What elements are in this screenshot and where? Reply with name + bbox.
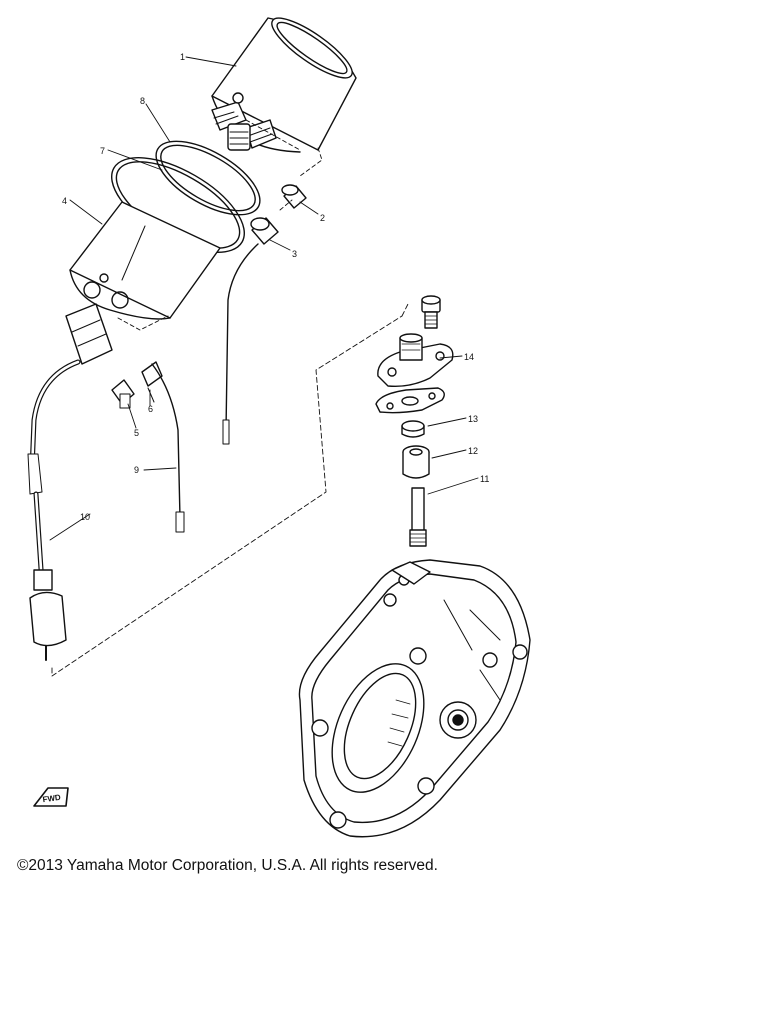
exploded-parts-diagram: FWD 1 2 3 4 5 6 7 8 9 10 11 12 13 14 (27, 17, 531, 838)
gear-bushing (402, 445, 430, 479)
gasket-ring (155, 140, 261, 216)
bulb-socket (111, 379, 135, 409)
oil-seal (401, 420, 425, 438)
drive-gear-housing (377, 333, 454, 388)
front-direction-mark: FWD (33, 787, 69, 807)
bulb (141, 361, 163, 403)
part-label-14: 14 (464, 352, 474, 362)
part-label-8: 8 (140, 96, 145, 106)
part-label-7: 7 (100, 146, 105, 156)
part-label-4: 4 (62, 196, 67, 206)
part-label-10: 10 (80, 512, 90, 522)
grommet-lower (250, 217, 279, 245)
hex-bolt (421, 295, 441, 329)
driven-gear-shaft (409, 487, 427, 547)
housing-gasket (375, 387, 445, 414)
copyright-notice: ©2013 Yamaha Motor Corporation, U.S.A. A… (17, 857, 438, 874)
lamp-lead-wire (225, 243, 259, 431)
part-number-labels: 1 2 3 4 5 6 7 8 9 10 11 12 13 14 (62, 52, 489, 522)
part-label-11: 11 (480, 474, 489, 484)
part-label-2: 2 (320, 213, 325, 223)
leader-lines (49, 56, 479, 541)
part-label-13: 13 (468, 414, 478, 424)
part-label-3: 3 (292, 249, 297, 259)
guide-lines-lower (51, 303, 409, 677)
part-label-1: 1 (180, 52, 185, 62)
meter-case (69, 201, 221, 320)
tachometer-cable (27, 303, 113, 661)
crankcase-cover (298, 559, 531, 838)
meter-housing (211, 17, 357, 153)
meter-light-cord (151, 363, 185, 533)
grommet-upper (281, 184, 307, 209)
part-label-6: 6 (148, 404, 153, 414)
guide-lines-upper (117, 119, 323, 331)
part-label-9: 9 (134, 465, 139, 475)
part-label-12: 12 (468, 446, 478, 456)
part-label-5: 5 (134, 428, 139, 438)
svg-text:FWD: FWD (42, 793, 62, 804)
